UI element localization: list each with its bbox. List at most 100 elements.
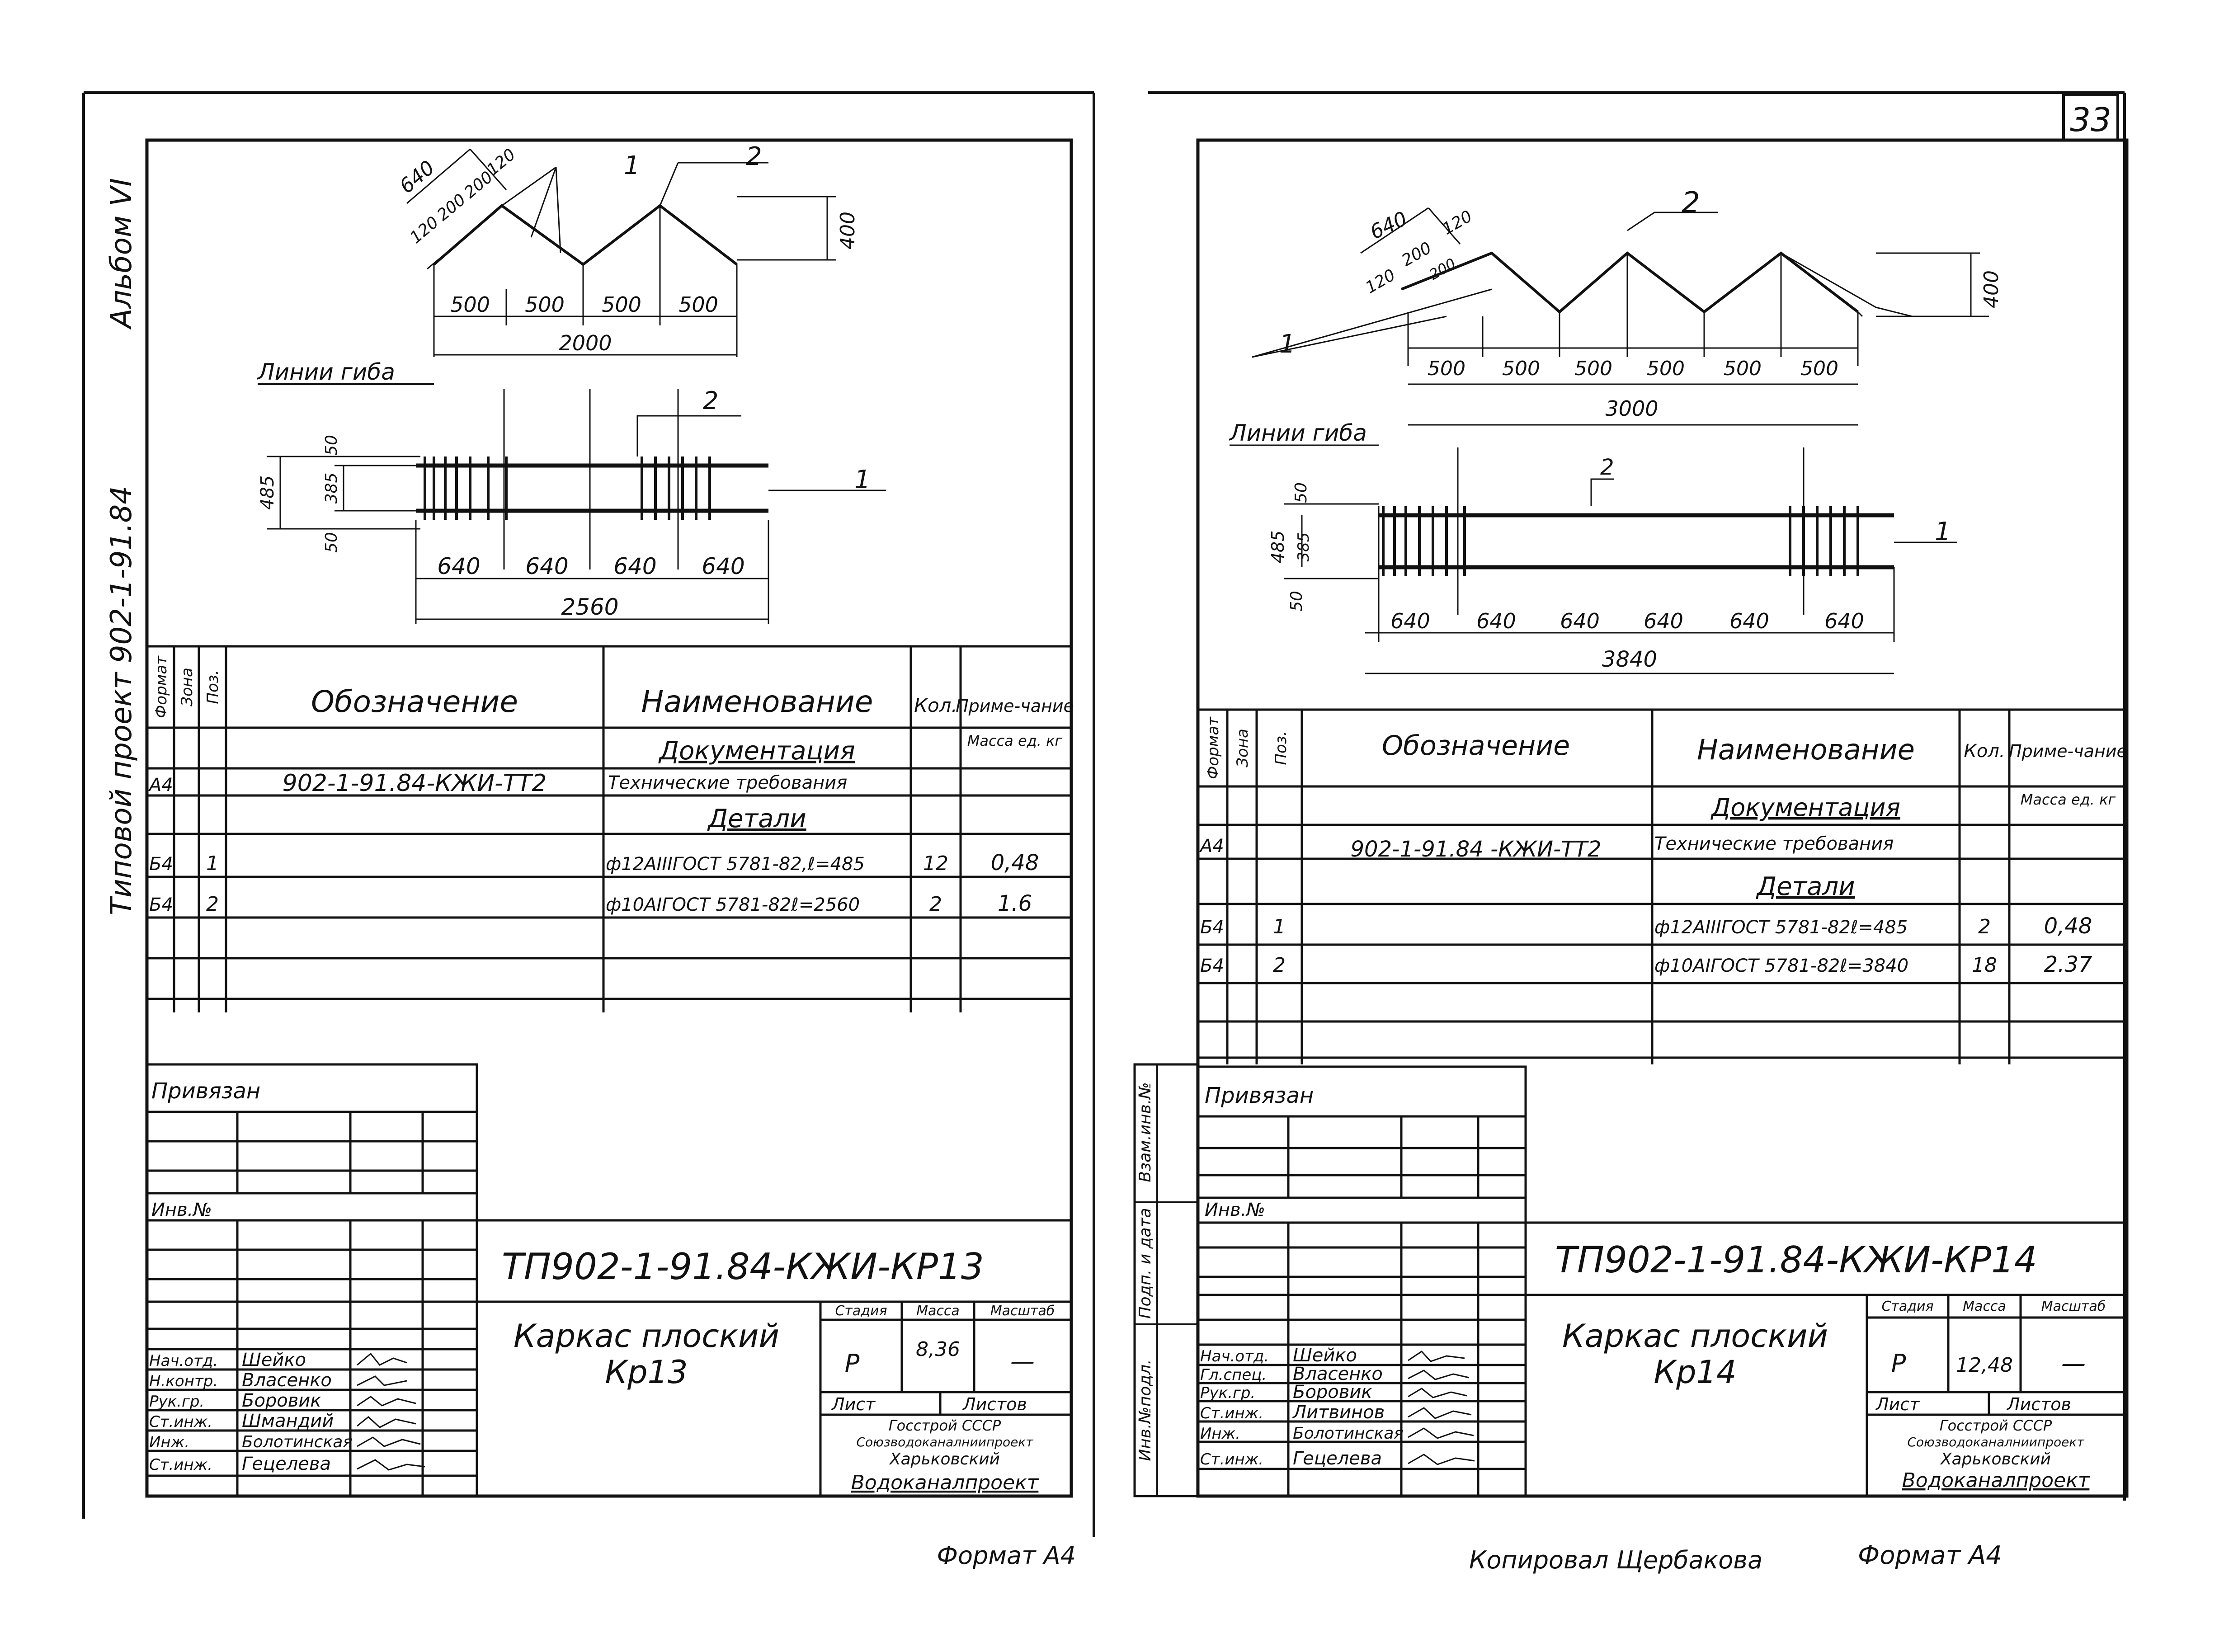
row1-note: 0,48 (991, 850, 1039, 875)
plan-dims: Линии гиба 2 1 485 50 385 50 640 640 640… (257, 359, 871, 620)
plan-mark-1: 1 (854, 465, 871, 494)
height-dim: 400 (1980, 270, 2003, 308)
row2-qty: 2 (929, 893, 942, 916)
row1-name: ф12АIIIГОСТ 5781-82ℓ=485 (1654, 917, 1908, 938)
signer5-name: Болотинская (242, 1433, 353, 1451)
signer3-role: Рук.гр. (1200, 1384, 1255, 1402)
elev-dim-120a: 120 (406, 213, 442, 247)
org-line1: Госстрой СССР (1940, 1417, 2052, 1434)
plan-seg-6: 640 (1824, 609, 1864, 633)
sheet-label: Лист (831, 1394, 876, 1414)
doc-designation: 902-1-91.84-КЖИ-ТТ2 (283, 770, 547, 797)
album-label: Альбом VI (105, 178, 138, 330)
top-seg-1: 500 (1428, 357, 1465, 380)
doc-format: А4 (1199, 836, 1224, 857)
hdr-pos: Поз. (1272, 731, 1290, 765)
plan-seg-2: 640 (1476, 609, 1516, 633)
hdr-designation: Обозначение (311, 684, 518, 719)
elevation-dims: 1 2 640 120 200 200 120 400 500 500 500 … (395, 142, 859, 355)
mark-2: 2 (746, 142, 762, 171)
org-line4: Водоканалпроект (1902, 1469, 2090, 1492)
col-scale: Масштаб (2041, 1299, 2106, 1314)
plan-seg-5: 640 (1729, 609, 1769, 633)
signer5-name: Болотинская (1293, 1424, 1404, 1443)
elev-dim-120a: 120 (1362, 266, 1399, 297)
sheets-label: Листов (962, 1394, 1027, 1414)
project-label: Типовой проект 902-1-91.84 (105, 486, 138, 915)
plan-dim-50a: 50 (322, 435, 341, 456)
row1-format: Б4 (149, 854, 173, 875)
doc-name: Технические требования (1654, 833, 1894, 854)
title-line2: Кр13 (605, 1354, 688, 1391)
mass-value: 8,36 (916, 1338, 960, 1361)
doc-format: А4 (148, 775, 173, 795)
title-line1: Каркас плоский (1562, 1318, 1828, 1355)
signer1-name: Шейко (1293, 1345, 1357, 1366)
page-number-box: 33 (2062, 94, 2119, 141)
plan-seg-1: 640 (437, 553, 480, 579)
signer4-role: Ст.инж. (149, 1413, 212, 1431)
section-parts: Детали (707, 804, 806, 833)
plan-mark-2: 2 (1600, 455, 1614, 480)
plan-seg-3: 640 (613, 553, 656, 579)
top-seg-6: 500 (1800, 357, 1838, 380)
mark-1: 1 (1279, 329, 1296, 359)
signer6-name: Гецелева (1293, 1448, 1382, 1469)
hdr-format: Формат (1204, 716, 1222, 779)
row1-qty: 2 (1978, 915, 1991, 938)
signer6-role: Ст.инж. (1200, 1450, 1263, 1468)
signer4-name: Литвинов (1292, 1402, 1385, 1423)
elevation-view (1252, 207, 1989, 385)
spec-table-text: Формат Зона Поз. Обозначение Наименовани… (1199, 716, 2127, 977)
signer1-role: Нач.отд. (149, 1352, 218, 1370)
elev-dim-200a: 200 (1399, 239, 1435, 270)
plan-dim-385: 385 (322, 473, 341, 504)
mass-value: 12,48 (1956, 1354, 2013, 1377)
org-line2: Союзводоканалниипроект (856, 1435, 1033, 1450)
signer3-name: Боровик (242, 1390, 321, 1411)
plan-dim-485: 485 (257, 475, 278, 510)
plan-dims: Линии гиба 2 1 50 485 385 50 640 640 640… (1229, 420, 1951, 672)
title-block-text: Привязан Инв.№ ТП902-1-91.84-КЖИ-КР14 Ка… (1200, 1083, 2106, 1492)
page-frame (82, 91, 2126, 1537)
elev-dim-200a: 200 (433, 190, 469, 225)
plan-seg-4: 640 (702, 553, 744, 579)
row2-name: ф10АIГОСТ 5781-82ℓ=2560 (606, 894, 860, 915)
left-format-label: Формат А4 (937, 1541, 1076, 1570)
signer2-role: Н.контр. (149, 1372, 218, 1390)
org-line2: Союзводоканалниипроект (1907, 1435, 2084, 1450)
doc-code: ТП902-1-91.84-КЖИ-КР13 (502, 1246, 984, 1288)
stage-value: Р (845, 1349, 860, 1378)
row2-format: Б4 (149, 894, 173, 915)
signer5-role: Инж. (149, 1433, 189, 1451)
title-block (147, 1063, 1071, 1496)
elev-dim-640: 640 (395, 156, 439, 198)
stamp-col-2: Подп. и дата (1136, 1208, 1154, 1318)
row2-qty: 18 (1972, 954, 1997, 977)
top-total: 2000 (559, 331, 612, 355)
sheet-label: Лист (1875, 1394, 1920, 1414)
signer6-role: Ст.инж. (149, 1456, 212, 1474)
doc-name: Технические требования (608, 772, 847, 793)
mark-2: 2 (1682, 186, 1700, 220)
mark-1: 1 (624, 151, 640, 180)
row2-format: Б4 (1200, 955, 1224, 976)
signer1-role: Нач.отд. (1200, 1347, 1269, 1365)
title-block-text: Привязан Инв.№ ТП902-1-91.84-КЖИ-КР13 Ка… (149, 1078, 1055, 1494)
signer3-role: Рук.гр. (149, 1393, 204, 1411)
signer2-role: Гл.спец. (1200, 1366, 1267, 1384)
sheet-kr13: 1 2 640 120 200 200 120 400 500 500 500 … (145, 138, 1074, 1498)
stamp-col-3: Инв.№подл. (1136, 1359, 1154, 1461)
right-format-label: Формат А4 (1858, 1541, 2002, 1570)
elev-dim-640: 640 (1366, 207, 1411, 244)
hdr-qty: Кол. (1964, 741, 2005, 762)
hdr-note: Приме-чание (956, 696, 1074, 716)
inv-label: Инв.№ (151, 1200, 212, 1220)
attached-label: Привязан (1205, 1083, 1314, 1108)
sheet-kr14: Взам.инв.№ Подп. и дата Инв.№подл. 1 2 6… (1133, 138, 2129, 1498)
col-scale: Масштаб (990, 1303, 1055, 1319)
row1-pos: 1 (206, 852, 219, 875)
row2-pos: 2 (206, 893, 219, 916)
plan-view (258, 383, 886, 624)
plan-view (1230, 444, 1957, 674)
